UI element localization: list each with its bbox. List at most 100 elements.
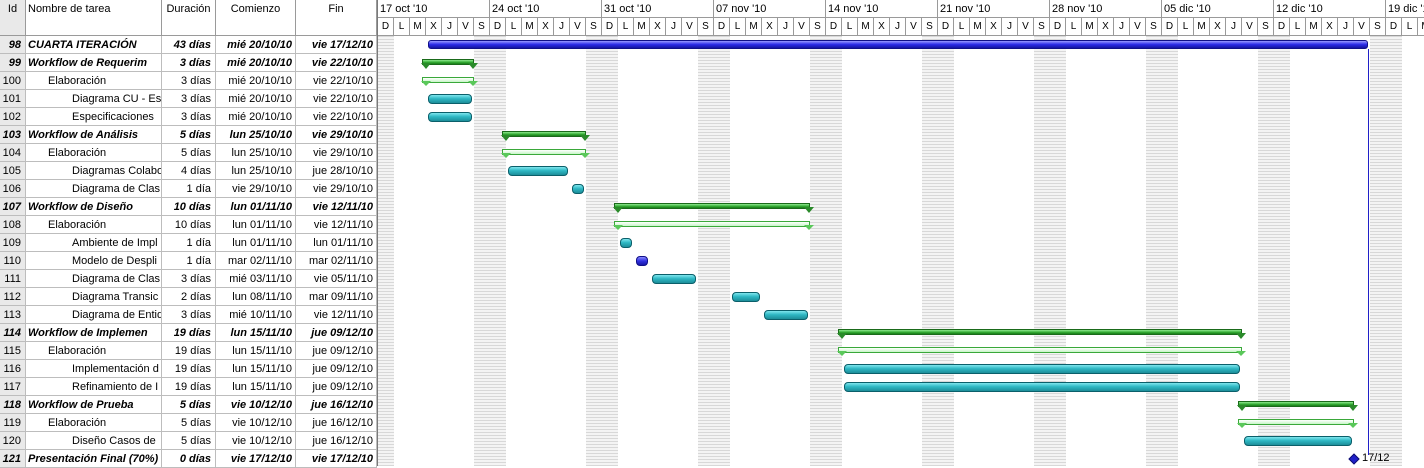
task-start[interactable]: lun 25/10/10 <box>216 126 296 144</box>
summary-task-bar[interactable] <box>838 329 1242 335</box>
task-name[interactable]: Modelo de Despli <box>26 252 162 270</box>
task-id[interactable]: 111 <box>0 270 26 288</box>
task-bar[interactable] <box>844 364 1240 374</box>
task-duration[interactable]: 2 días <box>162 288 216 306</box>
task-start[interactable]: lun 08/11/10 <box>216 288 296 306</box>
task-id[interactable]: 99 <box>0 54 26 72</box>
task-start[interactable]: lun 15/11/10 <box>216 324 296 342</box>
task-id[interactable]: 100 <box>0 72 26 90</box>
task-bar[interactable] <box>652 274 696 284</box>
task-start[interactable]: mar 02/11/10 <box>216 252 296 270</box>
task-name[interactable]: Refinamiento de I <box>26 378 162 396</box>
phase-end-marker[interactable] <box>804 225 814 230</box>
task-name[interactable]: Presentación Final (70%) <box>26 450 162 468</box>
task-bar[interactable] <box>764 310 808 320</box>
task-end[interactable]: vie 17/12/10 <box>296 450 377 468</box>
project-summary-bar[interactable] <box>428 40 1368 49</box>
phase-bar[interactable] <box>1238 419 1354 425</box>
summary-end-marker[interactable] <box>580 135 590 141</box>
task-id[interactable]: 113 <box>0 306 26 324</box>
task-start[interactable]: lun 01/11/10 <box>216 216 296 234</box>
task-name[interactable]: Workflow de Prueba <box>26 396 162 414</box>
summary-task-bar[interactable] <box>422 59 474 65</box>
task-end[interactable]: vie 22/10/10 <box>296 108 377 126</box>
task-start[interactable]: vie 10/12/10 <box>216 414 296 432</box>
task-duration[interactable]: 19 días <box>162 324 216 342</box>
task-duration[interactable]: 3 días <box>162 306 216 324</box>
task-id[interactable]: 116 <box>0 360 26 378</box>
task-end[interactable]: vie 29/10/10 <box>296 144 377 162</box>
task-end[interactable]: mar 09/11/10 <box>296 288 377 306</box>
task-end[interactable]: jue 28/10/10 <box>296 162 377 180</box>
task-id[interactable]: 104 <box>0 144 26 162</box>
task-start[interactable]: mié 20/10/10 <box>216 36 296 54</box>
task-name[interactable]: Elaboración <box>26 216 162 234</box>
task-id[interactable]: 119 <box>0 414 26 432</box>
task-id[interactable]: 118 <box>0 396 26 414</box>
task-start[interactable]: mié 20/10/10 <box>216 108 296 126</box>
task-name[interactable]: Workflow de Diseño <box>26 198 162 216</box>
task-start[interactable]: vie 17/12/10 <box>216 450 296 468</box>
task-end[interactable]: jue 09/12/10 <box>296 342 377 360</box>
task-start[interactable]: mié 10/11/10 <box>216 306 296 324</box>
task-id[interactable]: 103 <box>0 126 26 144</box>
task-end[interactable]: vie 05/11/10 <box>296 270 377 288</box>
phase-end-marker[interactable] <box>1348 423 1358 428</box>
task-id[interactable]: 102 <box>0 108 26 126</box>
task-end[interactable]: jue 16/12/10 <box>296 396 377 414</box>
phase-start-marker[interactable] <box>501 153 511 158</box>
task-end[interactable]: jue 09/12/10 <box>296 378 377 396</box>
phase-bar[interactable] <box>614 221 810 227</box>
task-bar[interactable] <box>508 166 568 176</box>
task-duration[interactable]: 3 días <box>162 108 216 126</box>
task-id[interactable]: 98 <box>0 36 26 54</box>
task-id[interactable]: 106 <box>0 180 26 198</box>
summary-start-marker[interactable] <box>613 207 623 213</box>
task-name[interactable]: Especificaciones <box>26 108 162 126</box>
column-header-end[interactable]: Fin <box>296 0 377 36</box>
task-start[interactable]: vie 10/12/10 <box>216 432 296 450</box>
summary-task-bar[interactable] <box>502 131 586 137</box>
task-name[interactable]: Diagrama de Clas <box>26 270 162 288</box>
task-start[interactable]: vie 10/12/10 <box>216 396 296 414</box>
task-start[interactable]: mié 20/10/10 <box>216 90 296 108</box>
phase-end-marker[interactable] <box>580 153 590 158</box>
task-end[interactable]: jue 09/12/10 <box>296 324 377 342</box>
summary-task-bar[interactable] <box>1238 401 1354 407</box>
task-end[interactable]: vie 22/10/10 <box>296 54 377 72</box>
task-end[interactable]: jue 16/12/10 <box>296 432 377 450</box>
task-bar[interactable] <box>1244 436 1352 446</box>
task-duration[interactable]: 19 días <box>162 342 216 360</box>
task-duration[interactable]: 19 días <box>162 360 216 378</box>
task-name[interactable]: CUARTA ITERACIÓN <box>26 36 162 54</box>
task-end[interactable]: vie 12/11/10 <box>296 306 377 324</box>
phase-end-marker[interactable] <box>468 81 478 86</box>
column-header-start[interactable]: Comienzo <box>216 0 296 36</box>
task-bar[interactable] <box>428 112 472 122</box>
task-end[interactable]: vie 22/10/10 <box>296 90 377 108</box>
phase-start-marker[interactable] <box>1237 423 1247 428</box>
task-duration[interactable]: 4 días <box>162 162 216 180</box>
task-duration[interactable]: 10 días <box>162 216 216 234</box>
task-start[interactable]: vie 29/10/10 <box>216 180 296 198</box>
task-duration[interactable]: 1 día <box>162 252 216 270</box>
task-bar[interactable] <box>732 292 760 302</box>
task-duration[interactable]: 3 días <box>162 270 216 288</box>
task-bar[interactable] <box>428 94 472 104</box>
summary-start-marker[interactable] <box>421 63 431 69</box>
task-bar[interactable] <box>572 184 584 194</box>
task-start[interactable]: lun 01/11/10 <box>216 198 296 216</box>
task-name[interactable]: Elaboración <box>26 342 162 360</box>
summary-start-marker[interactable] <box>1237 405 1247 411</box>
task-end[interactable]: vie 22/10/10 <box>296 72 377 90</box>
task-id[interactable]: 110 <box>0 252 26 270</box>
task-start[interactable]: lun 15/11/10 <box>216 360 296 378</box>
task-name[interactable]: Diseño Casos de <box>26 432 162 450</box>
task-end[interactable]: vie 12/11/10 <box>296 198 377 216</box>
phase-end-marker[interactable] <box>1236 351 1246 356</box>
task-name[interactable]: Elaboración <box>26 72 162 90</box>
task-name[interactable]: Diagramas Colabo <box>26 162 162 180</box>
task-duration[interactable]: 1 día <box>162 180 216 198</box>
column-header-id[interactable]: Id <box>0 0 26 36</box>
phase-start-marker[interactable] <box>837 351 847 356</box>
